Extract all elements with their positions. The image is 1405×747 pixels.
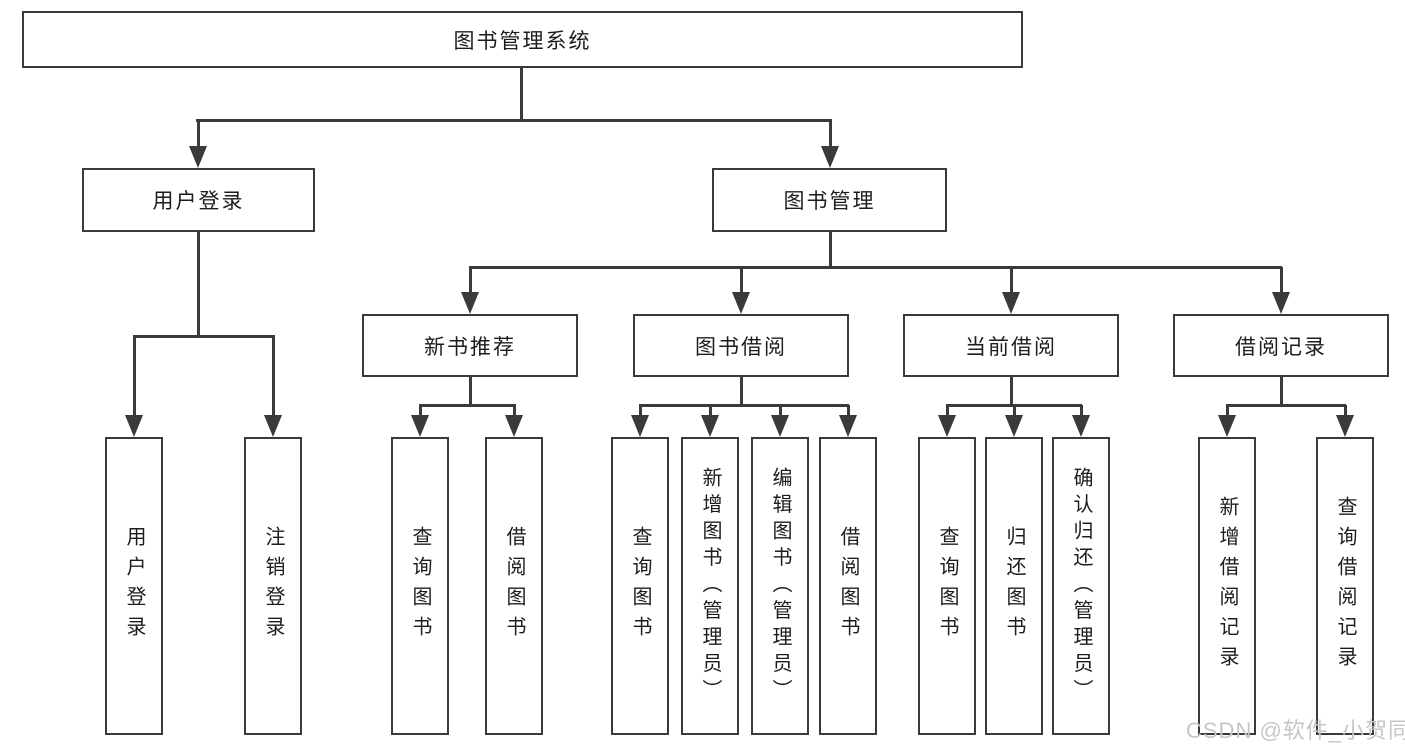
- arrowhead-icon: [1336, 415, 1354, 437]
- connector-line: [419, 403, 516, 407]
- connector-line: [638, 405, 642, 417]
- arrowhead-icon: [1002, 292, 1020, 314]
- connector-line: [846, 405, 850, 417]
- leaf-query-books-current: 查询图书: [918, 437, 976, 735]
- arrowhead-icon: [839, 415, 857, 437]
- arrowhead-icon: [1218, 415, 1236, 437]
- leaf-borrow-books-recommend-label: 借阅图书: [503, 526, 525, 646]
- connector-line: [196, 118, 832, 122]
- connector-line: [1225, 405, 1229, 417]
- connector-line: [739, 267, 743, 294]
- connector-line: [132, 336, 136, 417]
- node-root-label: 图书管理系统: [453, 29, 592, 53]
- connector-line: [133, 334, 275, 338]
- leaf-borrow-books-recommend: 借阅图书: [485, 437, 543, 735]
- leaf-borrow-books-borrow: 借阅图书: [819, 437, 877, 735]
- leaf-add-borrow-record: 新增借阅记录: [1198, 437, 1256, 735]
- leaf-edit-book-admin-label: 编辑图书（管理员）: [769, 466, 791, 706]
- arrowhead-icon: [732, 292, 750, 314]
- connector-line: [271, 336, 275, 417]
- leaf-query-books-current-label: 查询图书: [936, 526, 958, 646]
- leaf-add-book-admin: 新增图书（管理员）: [681, 437, 739, 735]
- leaf-return-books: 归还图书: [985, 437, 1043, 735]
- leaf-edit-book-admin: 编辑图书（管理员）: [751, 437, 809, 735]
- connector-line: [1226, 403, 1346, 407]
- arrowhead-icon: [461, 292, 479, 314]
- arrowhead-icon: [505, 415, 523, 437]
- connector-line: [1343, 405, 1347, 417]
- arrowhead-icon: [1072, 415, 1090, 437]
- arrowhead-icon: [701, 415, 719, 437]
- arrowhead-icon: [264, 415, 282, 437]
- csdn-watermark: CSDN @软件_小贺同学: [1186, 718, 1405, 743]
- node-book-borrow: 图书借阅: [633, 314, 849, 377]
- arrowhead-icon: [821, 146, 839, 168]
- node-borrow-records-label: 借阅记录: [1235, 335, 1327, 359]
- arrowhead-icon: [125, 415, 143, 437]
- node-root: 图书管理系统: [22, 11, 1023, 68]
- leaf-query-borrow-record: 查询借阅记录: [1316, 437, 1374, 735]
- node-new-book-recommend-label: 新书推荐: [424, 335, 516, 359]
- node-book-management-label: 图书管理: [783, 190, 876, 213]
- connector-line: [739, 377, 743, 407]
- node-user-login: 用户登录: [82, 168, 315, 232]
- leaf-query-borrow-record-label: 查询借阅记录: [1334, 496, 1356, 676]
- leaf-logout: 注销登录: [244, 437, 302, 735]
- connector-line: [418, 405, 422, 417]
- connector-line: [469, 265, 1282, 269]
- arrowhead-icon: [1005, 415, 1023, 437]
- node-user-login-label: 用户登录: [152, 190, 245, 213]
- node-borrow-records: 借阅记录: [1173, 314, 1389, 377]
- node-new-book-recommend: 新书推荐: [362, 314, 578, 377]
- leaf-query-books-borrow: 查询图书: [611, 437, 669, 735]
- connector-line: [828, 232, 832, 269]
- arrowhead-icon: [1272, 292, 1290, 314]
- connector-line: [519, 68, 523, 121]
- connector-line: [468, 267, 472, 294]
- arrowhead-icon: [938, 415, 956, 437]
- leaf-query-books-borrow-label: 查询图书: [629, 526, 651, 646]
- leaf-query-books-recommend: 查询图书: [391, 437, 449, 735]
- leaf-add-book-admin-label: 新增图书（管理员）: [699, 466, 721, 706]
- leaf-confirm-return-admin: 确认归还（管理员）: [1052, 437, 1110, 735]
- connector-line: [196, 232, 200, 338]
- leaf-return-books-label: 归还图书: [1003, 526, 1025, 646]
- connector-line: [196, 120, 200, 148]
- connector-line: [708, 405, 712, 417]
- leaf-add-borrow-record-label: 新增借阅记录: [1216, 496, 1238, 676]
- connector-line: [1009, 267, 1013, 294]
- arrowhead-icon: [631, 415, 649, 437]
- connector-line: [1079, 405, 1083, 417]
- connector-line: [1012, 405, 1016, 417]
- connector-line: [1279, 267, 1283, 294]
- connector-line: [1009, 377, 1013, 407]
- leaf-confirm-return-admin-label: 确认归还（管理员）: [1070, 466, 1092, 706]
- node-current-borrow-label: 当前借阅: [965, 335, 1057, 359]
- connector-line: [639, 403, 849, 407]
- leaf-user-login-label: 用户登录: [123, 526, 145, 646]
- arrowhead-icon: [189, 146, 207, 168]
- connector-line: [778, 405, 782, 417]
- leaf-logout-label: 注销登录: [262, 526, 284, 646]
- node-current-borrow: 当前借阅: [903, 314, 1119, 377]
- connector-line: [1279, 377, 1283, 407]
- connector-line: [468, 377, 472, 407]
- leaf-query-books-recommend-label: 查询图书: [409, 526, 431, 646]
- connector-line: [945, 405, 949, 417]
- connector-line: [828, 120, 832, 148]
- connector-line: [512, 405, 516, 417]
- leaf-user-login: 用户登录: [105, 437, 163, 735]
- arrowhead-icon: [771, 415, 789, 437]
- arrowhead-icon: [411, 415, 429, 437]
- node-book-borrow-label: 图书借阅: [695, 335, 787, 359]
- leaf-borrow-books-borrow-label: 借阅图书: [837, 526, 859, 646]
- node-book-management: 图书管理: [712, 168, 947, 232]
